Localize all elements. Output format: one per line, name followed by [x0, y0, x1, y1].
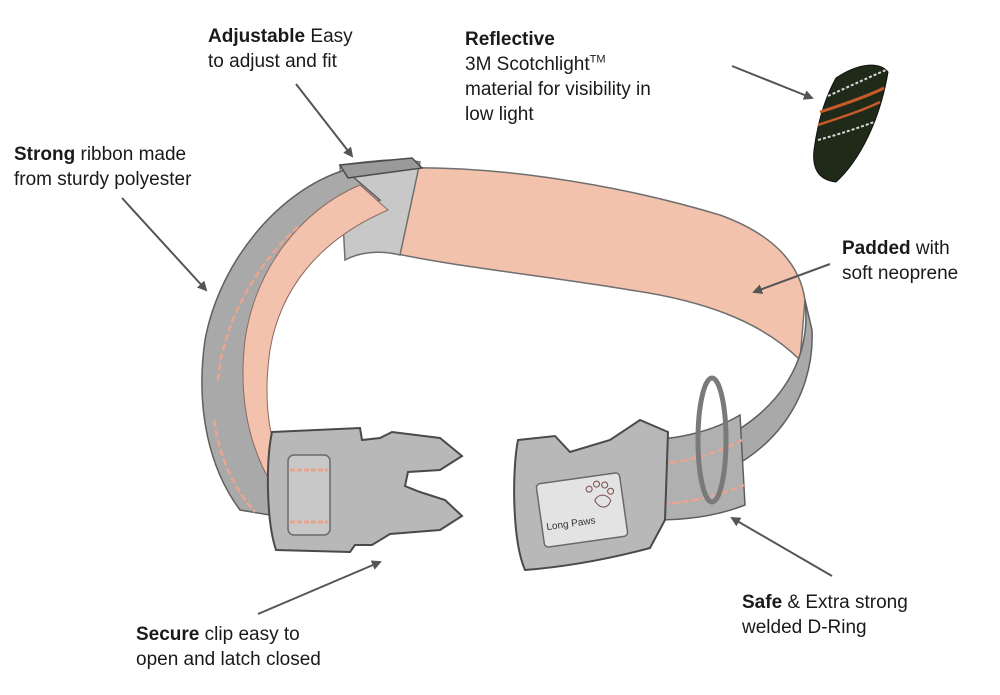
callout-reflective-title: Reflective	[465, 29, 555, 50]
callout-reflective-line3: material for visibility in	[465, 79, 651, 100]
callout-secure-text: clip easy to	[199, 624, 300, 645]
d-ring	[695, 375, 729, 505]
collar-back-band	[359, 167, 806, 362]
callout-safe-line2: welded D-Ring	[742, 617, 867, 638]
callout-adjustable-text: Easy	[305, 26, 353, 47]
left-reflective-stripe	[216, 224, 301, 381]
arrow-reflective	[731, 65, 814, 100]
callout-reflective: Reflective 3M ScotchlightTM material for…	[465, 27, 651, 127]
buckle-male-slot	[287, 454, 331, 536]
callout-secure-line2: open and latch closed	[136, 649, 321, 670]
callout-reflective-line2: 3M Scotchlight	[465, 54, 590, 75]
arrow-padded	[752, 263, 831, 294]
callout-adjustable: Adjustable Easy to adjust and fit	[208, 24, 353, 74]
callout-adjustable-line2: to adjust and fit	[208, 51, 337, 72]
arrow-safe	[730, 516, 833, 577]
callout-secure-title: Secure	[136, 624, 200, 645]
callout-padded: Padded with soft neoprene	[842, 236, 958, 286]
callout-strong: Strong ribbon made from sturdy polyester	[14, 142, 191, 192]
reflective-swatch	[813, 64, 889, 183]
adjuster-slider	[338, 157, 424, 179]
left-reflective-stripe-2	[212, 419, 256, 513]
callout-strong-line2: from sturdy polyester	[14, 169, 192, 190]
arrow-adjustable	[295, 83, 354, 158]
callout-strong-text: ribbon made	[75, 144, 187, 165]
callout-secure: Secure clip easy to open and latch close…	[136, 622, 321, 672]
callout-safe-title: Safe	[742, 592, 783, 613]
callout-safe-text: & Extra strong	[782, 592, 908, 613]
callout-padded-line2: soft neoprene	[842, 263, 959, 284]
trademark-mark: TM	[589, 53, 606, 66]
callout-padded-title: Padded	[842, 238, 911, 259]
logo-plate	[535, 472, 629, 548]
callout-safe: Safe & Extra strong welded D-Ring	[742, 590, 908, 640]
callout-reflective-line4: low light	[465, 104, 534, 125]
arrow-strong	[121, 197, 208, 292]
arrow-secure	[257, 560, 382, 615]
callout-padded-text: with	[910, 238, 950, 259]
callout-strong-title: Strong	[14, 144, 76, 165]
paw-icon	[585, 480, 615, 508]
callout-adjustable-title: Adjustable	[208, 26, 306, 47]
